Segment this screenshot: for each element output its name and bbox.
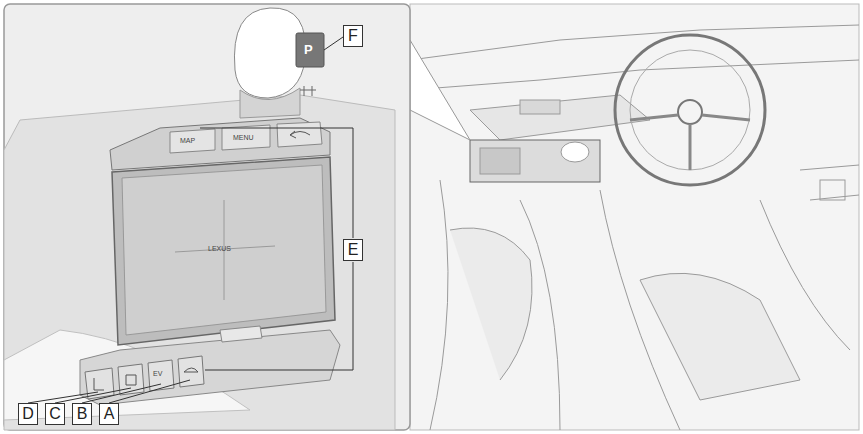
button-text: MAP <box>180 137 195 144</box>
inset-view <box>4 4 410 430</box>
bracket <box>200 128 353 370</box>
leader-line <box>324 37 343 50</box>
button-text: P <box>304 43 313 56</box>
interior-view <box>410 4 859 430</box>
button-text: MENU <box>233 134 254 141</box>
callout-letter: E <box>343 239 363 261</box>
button-text: EV <box>153 370 162 377</box>
leader-line <box>28 380 190 403</box>
callout-letter: A <box>99 403 119 425</box>
callout-letter: D <box>18 403 38 425</box>
callout-letter: C <box>45 403 65 425</box>
logo-text: LEXUS <box>208 245 231 252</box>
pointer-wedge <box>410 40 470 140</box>
callout-letter: F <box>343 25 363 47</box>
callout-letter: B <box>72 403 92 425</box>
